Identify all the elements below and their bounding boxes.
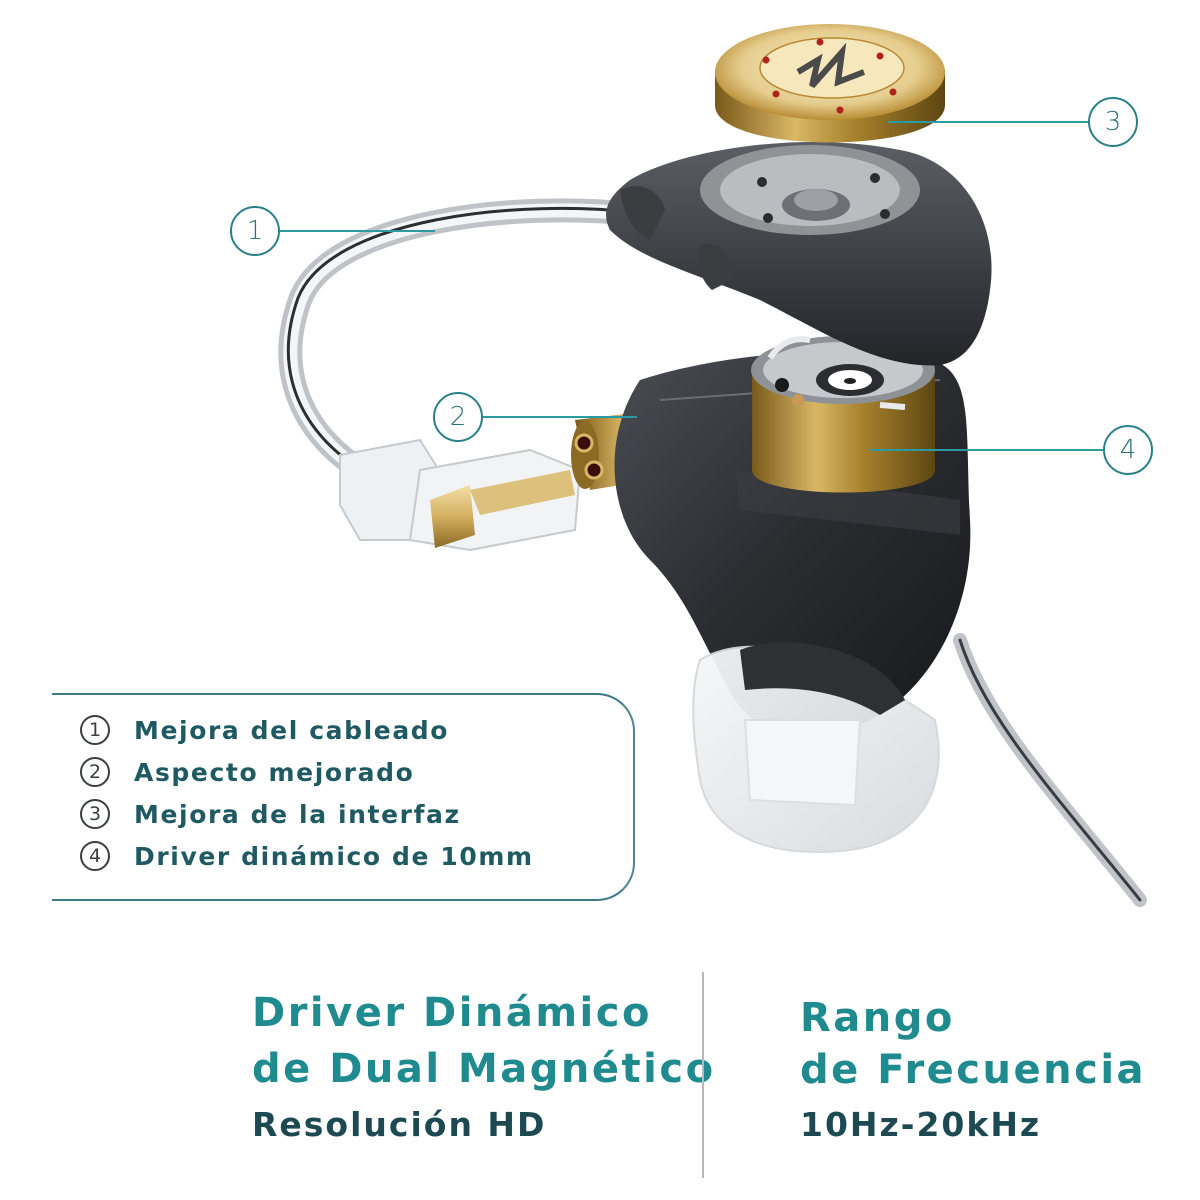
number-4-icon: 4: [80, 841, 110, 871]
cable: [278, 198, 1147, 907]
callout-1-badge: 1: [230, 206, 280, 256]
feature-item-3: 3 Mejora de la interfaz: [80, 799, 461, 829]
spec-frequency-title-line2: de Frecuencia: [800, 1047, 1147, 1093]
spec-driver-title-line1: Driver Dinámico: [252, 990, 652, 1036]
ear-tip: [692, 642, 940, 853]
cable-plug: [339, 438, 582, 552]
callout-line-1: [280, 230, 435, 232]
number-3-icon: 3: [80, 799, 110, 829]
feature-item-2: 2 Aspecto mejorado: [80, 757, 414, 787]
spec-driver-subtitle: Resolución HD: [252, 1105, 547, 1144]
faceplate: [715, 24, 945, 143]
upper-shell: [606, 141, 992, 366]
callout-line-2: [482, 416, 637, 418]
feature-label-1: Mejora del cableado: [134, 715, 450, 745]
feature-item-4: 4 Driver dinámico de 10mm: [80, 841, 534, 871]
callout-3-badge: 3: [1088, 97, 1138, 147]
feature-label-2: Aspecto mejorado: [134, 757, 415, 787]
number-2-icon: 2: [80, 757, 110, 787]
spec-frequency-title-line1: Rango: [800, 995, 955, 1041]
earphone-illustration: [278, 24, 1147, 907]
spec-driver-title-line2: de Dual Magnético: [252, 1046, 716, 1092]
feature-item-1: 1 Mejora del cableado: [80, 715, 449, 745]
feature-label-3: Mejora de la interfaz: [134, 799, 461, 829]
feature-label-4: Driver dinámico de 10mm: [134, 841, 534, 871]
spec-frequency-subtitle: 10Hz-20kHz: [800, 1105, 1042, 1144]
feature-list-box: [52, 693, 635, 901]
callout-4-badge: 4: [1103, 425, 1153, 475]
callout-2-badge: 2: [433, 392, 483, 442]
callout-line-3: [888, 121, 1088, 123]
spec-divider: [702, 972, 704, 1178]
number-1-icon: 1: [80, 715, 110, 745]
callout-line-4: [870, 449, 1103, 451]
kz-logo-icon: [796, 42, 866, 88]
